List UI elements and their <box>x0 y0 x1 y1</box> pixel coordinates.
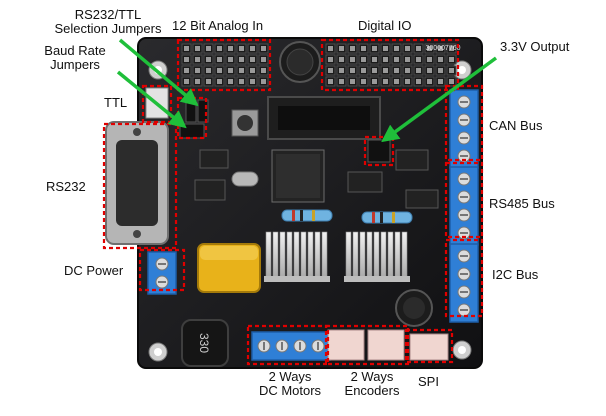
arrow-baud-jumpers <box>116 70 187 129</box>
label-dc-motors: 2 Ways DC Motors <box>258 369 322 398</box>
encoder-connectors <box>327 329 405 361</box>
resistor <box>361 211 413 224</box>
terminal-block-rs485 <box>449 166 479 246</box>
highlight-digital <box>320 38 460 92</box>
highlight-analog <box>176 38 272 92</box>
highlight-spi <box>404 328 454 364</box>
highlight-rs485 <box>444 161 484 239</box>
label-dc-power: DC Power <box>64 263 124 278</box>
label-3v3-output: 3.3V Output <box>500 39 570 54</box>
label-i2c-bus: I2C Bus <box>492 267 539 282</box>
highlight-ttl <box>141 84 173 124</box>
label-analog-in: 12 Bit Analog In <box>172 18 264 33</box>
electrolytic-capacitor <box>395 289 433 327</box>
reset-button <box>231 109 259 137</box>
terminal-block-power <box>147 251 177 295</box>
label-encoders: 2 Ways Encoders <box>344 369 400 398</box>
microcontroller-chip <box>271 149 325 203</box>
analog-header <box>181 43 269 87</box>
digital-header <box>325 43 457 87</box>
small-ic <box>194 179 226 201</box>
highlight-rs232 <box>102 122 178 250</box>
small-ic <box>395 149 429 171</box>
highlight-i2c <box>444 238 484 318</box>
heatsink <box>264 231 330 282</box>
arrow-rs232-ttl-jumpers <box>118 38 199 107</box>
highlight-can <box>444 84 484 162</box>
board-id-print: 300007760 <box>425 45 460 52</box>
terminal-block-can <box>449 89 479 169</box>
label-rs232-ttl-jumpers: RS232/TTL Selection Jumpers <box>54 7 162 36</box>
label-can-bus: CAN Bus <box>489 118 543 133</box>
power-inductor: 330 <box>181 319 229 367</box>
small-ic <box>347 171 383 193</box>
crystal <box>231 171 259 187</box>
highlight-motors <box>246 324 330 366</box>
small-ic <box>199 149 229 169</box>
electrolytic-capacitor <box>279 41 321 83</box>
label-spi: SPI <box>418 374 439 389</box>
arrow-3v3-output <box>381 56 498 143</box>
box-header <box>267 96 381 140</box>
yellow-capacitor <box>197 243 261 293</box>
label-ttl: TTL <box>104 95 128 110</box>
label-rs232: RS232 <box>46 179 86 194</box>
small-ic <box>405 189 439 209</box>
spi-connector <box>409 333 449 361</box>
inductor-marking: 330 <box>197 333 211 353</box>
label-rs485-bus: RS485 Bus <box>489 196 555 211</box>
terminal-block-motors <box>251 331 331 361</box>
highlight-3v3 <box>363 135 395 167</box>
label-digital-io: Digital IO <box>358 18 412 33</box>
highlight-encoders <box>324 324 410 366</box>
heatsink <box>344 231 410 282</box>
resistor <box>281 209 333 222</box>
output-header-3v3 <box>367 139 391 163</box>
terminal-block-i2c <box>449 243 479 323</box>
label-baud-rate-jumpers: Baud Rate Jumpers <box>44 43 106 72</box>
highlight-dc-power <box>138 248 186 292</box>
db9-connector <box>105 121 169 245</box>
